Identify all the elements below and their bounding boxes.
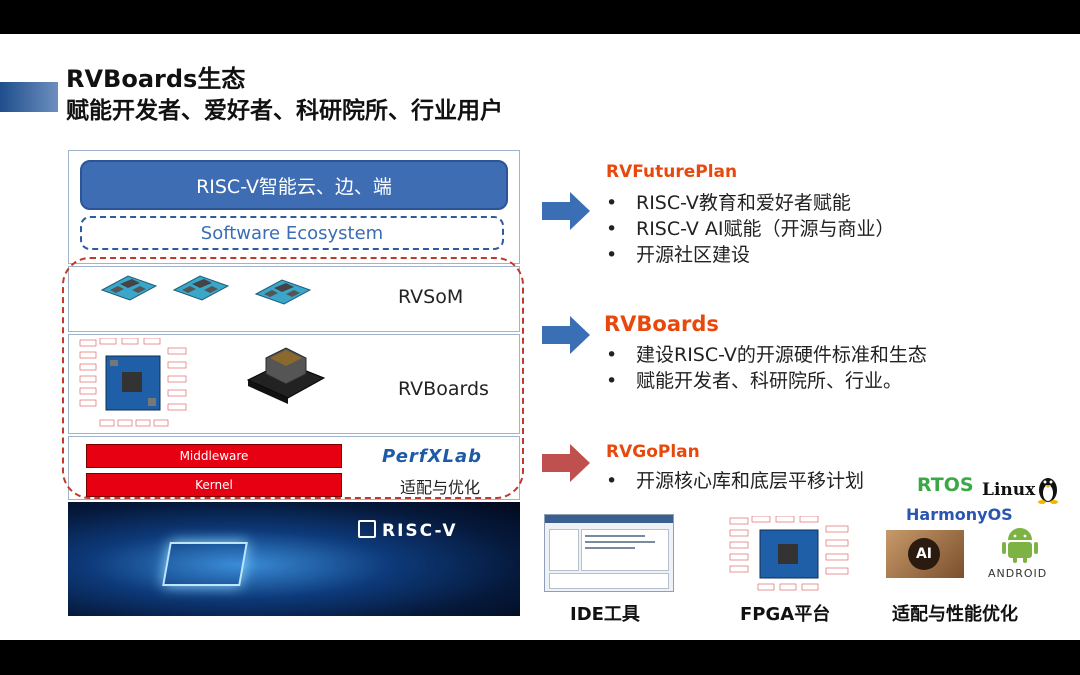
adapt-perf-caption: 适配与性能优化 — [892, 604, 1018, 625]
plan-bullet: •开源社区建设 — [606, 244, 751, 266]
risc-v-mark-icon — [358, 520, 376, 538]
adapt-optimize-label: 适配与优化 — [400, 478, 481, 497]
fpga-platform-image — [729, 516, 849, 591]
plan-bullet: •RISC-V教育和爱好者赋能 — [606, 192, 851, 214]
rtos-logo: RTOS — [917, 474, 974, 496]
plan-bullet: •RISC-V AI赋能（开源与商业） — [606, 218, 895, 240]
risc-v-logo-text: RISC-V — [382, 521, 458, 541]
plan-bullet: •开源核心库和底层平移计划 — [606, 470, 865, 492]
tux-penguin-icon — [1038, 478, 1058, 504]
title-accent-bar — [0, 82, 58, 112]
android-wordmark: ANDROID — [988, 567, 1048, 580]
arrow-right-icon — [542, 316, 590, 354]
board-with-heatsink-image — [246, 347, 326, 404]
slide-subtitle: 赋能开发者、爱好者、科研院所、行业用户 — [66, 98, 503, 124]
ide-screenshot — [544, 514, 674, 592]
som-module-image — [100, 275, 158, 301]
risc-v-logo: RISC-V — [358, 520, 458, 541]
software-ecosystem-layer: Software Ecosystem — [80, 216, 504, 250]
som-module-image — [254, 279, 312, 305]
kernel-bar: Kernel — [86, 473, 342, 497]
android-robot-icon — [1002, 528, 1038, 563]
plan-bullet: •赋能开发者、科研院所、行业。 — [606, 370, 903, 392]
linux-logo: Linux — [982, 480, 1036, 500]
plan-title: RVFuturePlan — [606, 162, 738, 182]
hardware-dashed-group — [62, 257, 524, 499]
harmonyos-logo: HarmonyOS — [906, 505, 1013, 524]
som-module-image — [172, 275, 230, 301]
plan-bullet: •建设RISC-V的开源硬件标准和生态 — [606, 344, 927, 366]
chip-outline — [162, 542, 248, 586]
rvsom-label: RVSoM — [398, 286, 464, 308]
fpga-board-diagram — [79, 338, 187, 427]
rvboards-label: RVBoards — [398, 378, 489, 400]
arrow-right-icon — [542, 192, 590, 230]
plan-title: RVGoPlan — [606, 442, 700, 462]
risc-v-chip-image: RISC-V — [68, 502, 520, 616]
plan-title: RVBoards — [604, 312, 719, 336]
ide-caption: IDE工具 — [570, 604, 640, 625]
ai-chip-image: AI — [886, 530, 964, 578]
perfxlab-logo: PerfXLab — [382, 446, 483, 467]
middleware-bar: Middleware — [86, 444, 342, 468]
slide-title: RVBoards生态 — [66, 65, 246, 93]
cloud-edge-end-layer: RISC-V智能云、边、端 — [80, 160, 508, 210]
slide: RVBoards生态 赋能开发者、爱好者、科研院所、行业用户 RISC-V智能云… — [0, 34, 1080, 640]
ai-badge: AI — [908, 538, 940, 570]
arrow-right-icon — [542, 444, 590, 482]
fpga-caption: FPGA平台 — [740, 604, 831, 625]
